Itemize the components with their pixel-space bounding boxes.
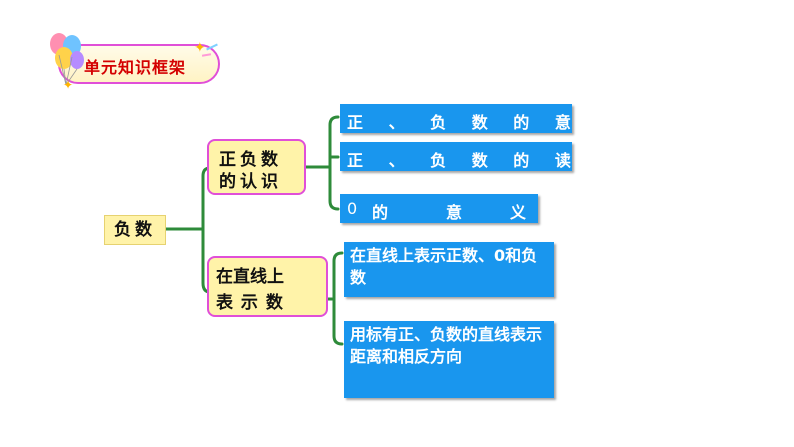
leaf-distance-direction: 用标有正、负数的直线表示距离和相反方向 [344, 321, 554, 398]
zero-digit: 0 [347, 199, 358, 218]
leaf-number-line: 在直线上表示正数、0和负数 [344, 242, 554, 297]
root-node-label: 负数 [114, 220, 156, 240]
balloons-icon [50, 33, 84, 86]
star-icon: ✦ [63, 78, 74, 92]
branch-node-2 [207, 256, 328, 317]
zero-yi: 意 [446, 203, 463, 222]
header-badge [58, 44, 220, 84]
leaf-read-write: 正 、 负 数 的 读 写 [340, 142, 612, 171]
branch-node-1 [207, 139, 306, 195]
star-icon: ✦ [194, 40, 206, 56]
zero-yi2: 义 [510, 203, 527, 222]
leaf-meaning: 正 、 负 数 的 意 义 [340, 104, 612, 133]
branch-1-line-1: 正负数 [219, 150, 282, 170]
zero-de: 的 [372, 203, 389, 222]
leaf-zero-meaning: 0 的 意 义 [340, 194, 538, 223]
branch-2-line-1: 在直线上 [216, 267, 284, 287]
header-title: 单元知识框架 [84, 58, 187, 77]
branch-2-line-2: 表 示 数 [216, 293, 284, 313]
root-node [104, 215, 166, 245]
branch-1-line-2: 的认识 [219, 172, 282, 192]
